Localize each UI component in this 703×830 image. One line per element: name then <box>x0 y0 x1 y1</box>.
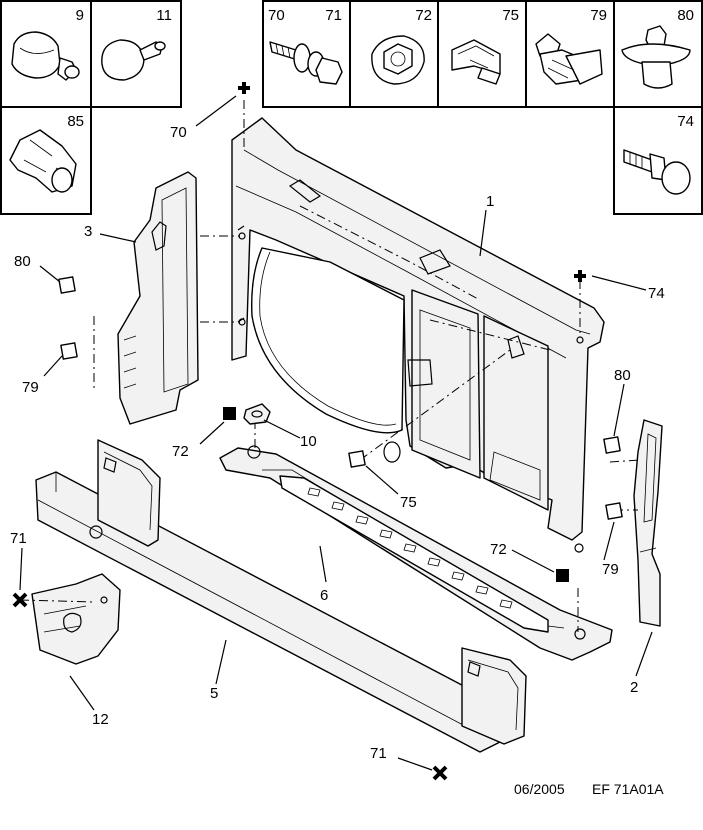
air-deflector-left-part-3 <box>93 171 240 425</box>
callout-labels: 70 1 3 80 79 74 80 72 10 75 79 71 6 72 2… <box>10 124 665 762</box>
callout-70: 70 <box>170 124 187 141</box>
callout-2: 2 <box>630 679 638 696</box>
legend-box-11: 11 <box>90 0 182 108</box>
legend-number-72: 72 <box>415 7 432 24</box>
legend-box-80: 80 <box>613 0 703 108</box>
legend-number-71: 71 <box>325 7 342 24</box>
crossmember-slots <box>307 487 513 609</box>
callout-80-left: 80 <box>14 253 31 270</box>
spring-clip-icon <box>451 39 501 85</box>
callout-72-upper: 72 <box>172 443 189 460</box>
callout-5: 5 <box>210 685 218 702</box>
callout-71-left: 71 <box>10 530 27 547</box>
rivet-cap-icon <box>11 31 80 81</box>
legend-number-70: 70 <box>268 7 285 24</box>
front-panel-part-1 <box>231 100 605 553</box>
footer-reference: EF 71A01A <box>592 781 664 797</box>
legend-box-85: 85 <box>0 106 92 215</box>
legend-box-70-71: 70 71 <box>262 0 351 108</box>
legend-number-11: 11 <box>156 7 172 24</box>
callout-80-right: 80 <box>614 367 631 384</box>
leader-lines <box>19 95 653 771</box>
callout-71-bottom: 71 <box>370 745 387 762</box>
push-rivet-icon <box>621 25 691 89</box>
lower-crossmember-part-6 <box>219 420 613 661</box>
legend-number-80: 80 <box>677 7 694 24</box>
legend-box-74: 74 <box>613 106 703 215</box>
legend-box-9: 9 <box>0 0 92 108</box>
bracket-part-12 <box>19 573 121 665</box>
callout-79-right: 79 <box>602 561 619 578</box>
bolt-and-nut-icon <box>269 41 343 85</box>
hex-nut-washer-icon <box>371 35 425 85</box>
callout-79-left: 79 <box>22 379 39 396</box>
legend-number-9: 9 <box>76 7 84 24</box>
callout-75: 75 <box>400 494 417 511</box>
legend-number-75: 75 <box>502 7 519 24</box>
legend-number-79: 79 <box>590 7 607 24</box>
diagram-footer: 06/2005 EF 71A01A <box>514 781 664 797</box>
footer-date: 06/2005 <box>514 781 565 797</box>
grommet-part-10 <box>243 403 271 425</box>
legend-box-79: 79 <box>525 0 615 108</box>
legend-number-85: 85 <box>67 113 84 130</box>
push-pin-icon <box>101 39 166 81</box>
callout-6: 6 <box>320 587 328 604</box>
bumper-beam-part-5 <box>35 439 527 753</box>
fastener-markers <box>12 82 623 781</box>
callout-74: 74 <box>648 285 665 302</box>
shoulder-screw-icon <box>623 149 691 195</box>
callout-72-lower: 72 <box>490 541 507 558</box>
air-deflector-right-part-2 <box>609 419 663 627</box>
callout-10: 10 <box>300 433 317 450</box>
expansion-clip-icon <box>535 33 603 85</box>
retaining-clip-icon <box>9 129 77 193</box>
legend-number-74: 74 <box>677 113 694 130</box>
callout-12: 12 <box>92 711 109 728</box>
callout-1: 1 <box>486 193 494 210</box>
legend-box-72: 72 <box>349 0 439 108</box>
callout-3: 3 <box>84 223 92 240</box>
legend-box-75: 75 <box>437 0 527 108</box>
